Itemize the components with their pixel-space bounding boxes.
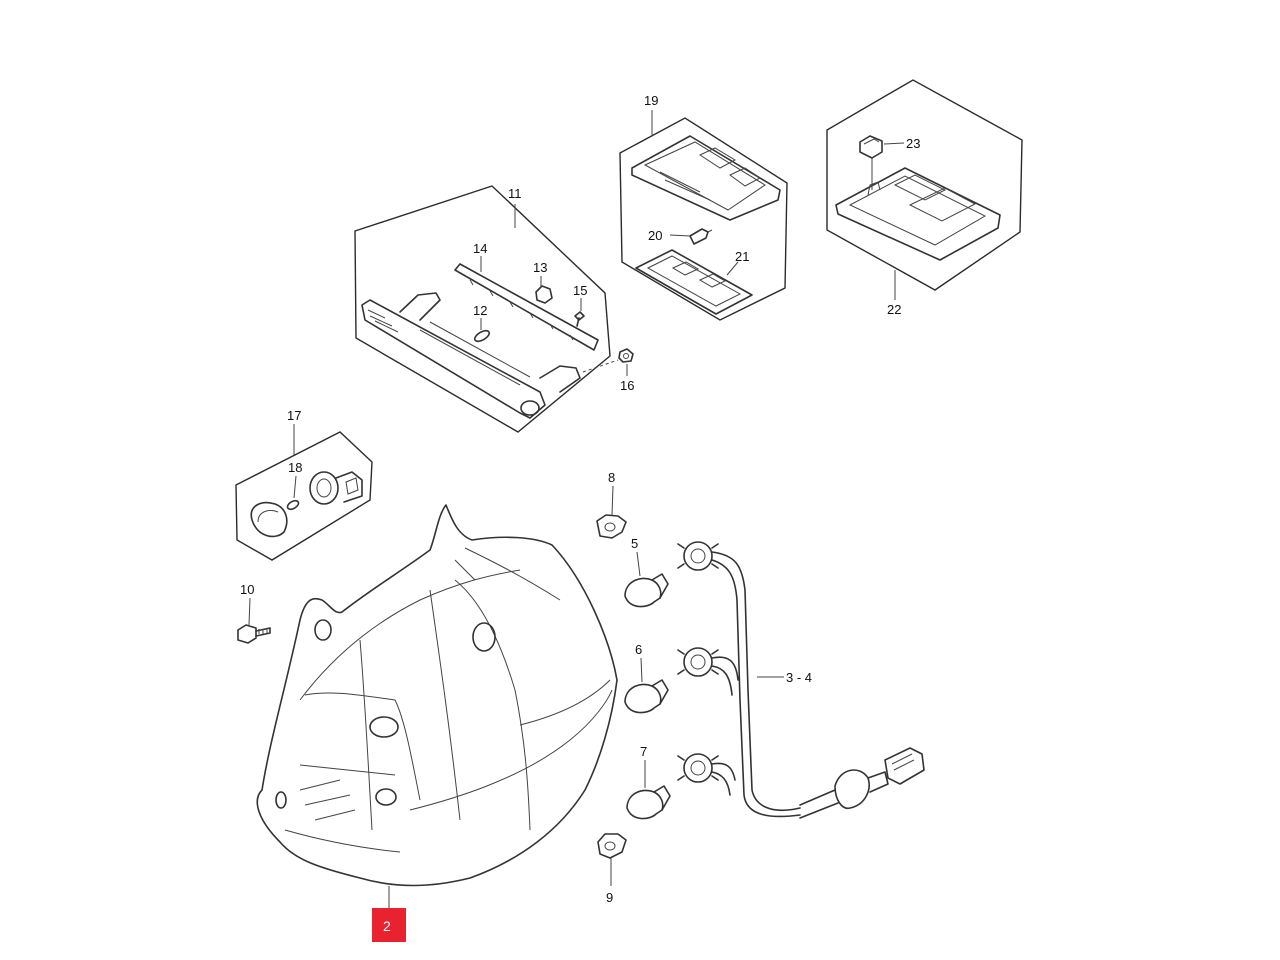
socket-middle [677, 647, 719, 677]
grommet-9[interactable] [597, 833, 627, 859]
bulb-5[interactable] [624, 573, 669, 608]
group-11-frame [354, 185, 611, 433]
group-19-frame [619, 117, 788, 321]
wiring-harness[interactable] [677, 541, 925, 819]
callout-15: 15 [573, 283, 587, 298]
grommet-16[interactable] [618, 348, 634, 363]
callout-6: 6 [635, 642, 642, 657]
socket-upper [677, 541, 719, 571]
callout-3-4: 3 - 4 [786, 670, 812, 685]
bulb-20[interactable] [689, 228, 713, 245]
callout-8: 8 [608, 470, 615, 485]
dome-lamp-housing[interactable] [835, 158, 1001, 261]
bulb-12[interactable] [473, 329, 491, 344]
license-lamp-lens[interactable] [250, 501, 288, 538]
clip-13[interactable] [535, 285, 553, 304]
callout-14: 14 [473, 241, 487, 256]
screw-10[interactable] [237, 624, 271, 644]
bulb-18[interactable] [286, 499, 300, 511]
callout-9: 9 [606, 890, 613, 905]
callout-18: 18 [288, 460, 302, 475]
callout-23: 23 [906, 136, 920, 151]
callout-2-badge[interactable]: 2 [372, 908, 406, 942]
bulb-7[interactable] [626, 785, 671, 820]
callout-19: 19 [644, 93, 658, 108]
callout-5: 5 [631, 536, 638, 551]
screw-15[interactable] [574, 311, 585, 327]
lens-21[interactable] [635, 249, 753, 315]
callout-10: 10 [240, 582, 254, 597]
group-17-frame [235, 431, 373, 561]
stop-lamp-housing[interactable] [361, 292, 581, 419]
callout-21: 21 [735, 249, 749, 264]
callout-13: 13 [533, 260, 547, 275]
interior-lamp-housing[interactable] [631, 135, 781, 221]
callout-2: 2 [383, 918, 391, 934]
callout-12: 12 [473, 303, 487, 318]
bulb-6[interactable] [624, 679, 669, 714]
group-11-high-mount-stop-lamp: 11 14 13 15 [354, 185, 634, 433]
grommet-8[interactable] [596, 514, 627, 539]
group-17-license-lamp: 17 18 [235, 408, 373, 561]
callout-17: 17 [287, 408, 301, 423]
led-strip[interactable] [454, 263, 599, 351]
group-19-interior-lamp: 19 20 21 [619, 93, 788, 321]
group-22-frame [826, 79, 1023, 291]
group-22-dome-lamp: 23 22 [826, 79, 1023, 317]
callout-20: 20 [648, 228, 662, 243]
license-lamp-socket[interactable] [309, 471, 363, 505]
rear-combination-lamp[interactable] [256, 504, 618, 887]
callout-22: 22 [887, 302, 901, 317]
callout-16: 16 [620, 378, 634, 393]
connector-23[interactable] [859, 135, 883, 159]
callout-7: 7 [640, 744, 647, 759]
socket-lower [677, 753, 719, 783]
callout-11: 11 [508, 186, 522, 201]
